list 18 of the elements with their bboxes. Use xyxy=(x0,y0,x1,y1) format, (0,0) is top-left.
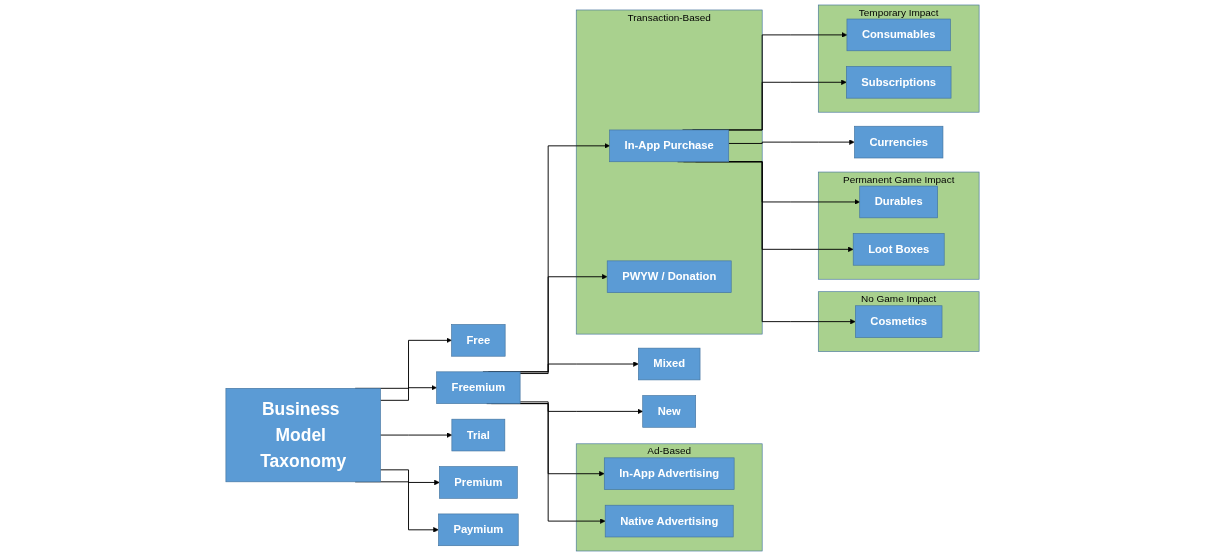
node-box: PWYW / Donation xyxy=(606,260,732,293)
node-box: Loot Boxes xyxy=(852,233,945,266)
node-box: Premium xyxy=(439,466,518,499)
node-box: Business Model Taxonomy xyxy=(225,388,381,483)
node-box: New xyxy=(642,395,696,428)
node-box: Free xyxy=(451,324,506,357)
node-box: Mixed xyxy=(638,347,701,381)
node-box: Native Advertising xyxy=(604,504,734,538)
node-box: Freemium xyxy=(436,371,521,404)
node-box: Trial xyxy=(451,418,506,452)
node-box: Consumables xyxy=(846,18,951,52)
node-box: Durables xyxy=(859,185,938,219)
node-box: Cosmetics xyxy=(855,305,943,338)
node-box: Paymium xyxy=(438,513,519,547)
node-box: Subscriptions xyxy=(846,66,952,99)
node-box: Currencies xyxy=(854,125,944,159)
node-box: In-App Purchase xyxy=(609,129,730,163)
node-box: In-App Advertising xyxy=(603,457,735,490)
